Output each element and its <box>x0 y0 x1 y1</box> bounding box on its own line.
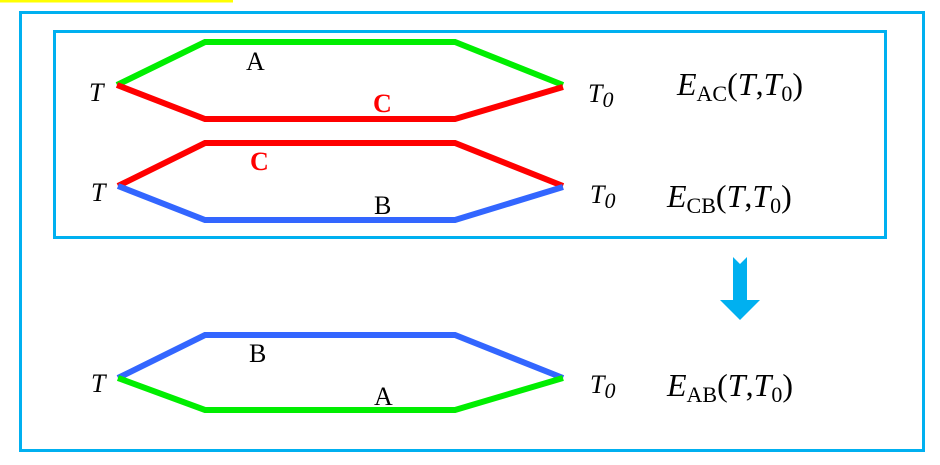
inner-frame <box>53 30 887 239</box>
outer-frame <box>19 11 925 452</box>
wire-b <box>116 332 565 381</box>
hot-junction-label: T <box>91 369 107 398</box>
wire-b <box>116 183 564 223</box>
down-arrow-icon <box>720 257 760 320</box>
hot-junction-label: T <box>89 78 105 107</box>
wire-a <box>116 375 564 413</box>
cold-junction-label: T0 <box>590 370 615 403</box>
wire-label-c: C <box>373 89 392 118</box>
thermocouple-ab: B A T T0 EAB(T,T0) <box>91 332 793 413</box>
wire-label-a: A <box>374 382 393 411</box>
thermocouple-cb: C B T T0 ECB(T,T0) <box>91 140 792 223</box>
wire-label-b: B <box>374 191 391 220</box>
emf-equation-ab: EAB(T,T0) <box>666 367 793 407</box>
wire-c <box>115 82 564 122</box>
wire-a <box>115 39 565 88</box>
cold-junction-label: T0 <box>590 180 615 213</box>
wire-label-a: A <box>246 47 265 76</box>
wire-c <box>116 140 565 189</box>
cold-junction-label: T0 <box>588 79 613 112</box>
emf-equation-ac: EAC(T,T0) <box>676 66 803 106</box>
wire-label-c: C <box>250 147 269 176</box>
highlight-bar <box>0 0 233 3</box>
hot-junction-label: T <box>91 178 107 207</box>
emf-equation-cb: ECB(T,T0) <box>666 178 792 218</box>
thermocouple-ac: A C T T0 EAC(T,T0) <box>89 39 803 122</box>
wire-label-b: B <box>249 339 266 368</box>
